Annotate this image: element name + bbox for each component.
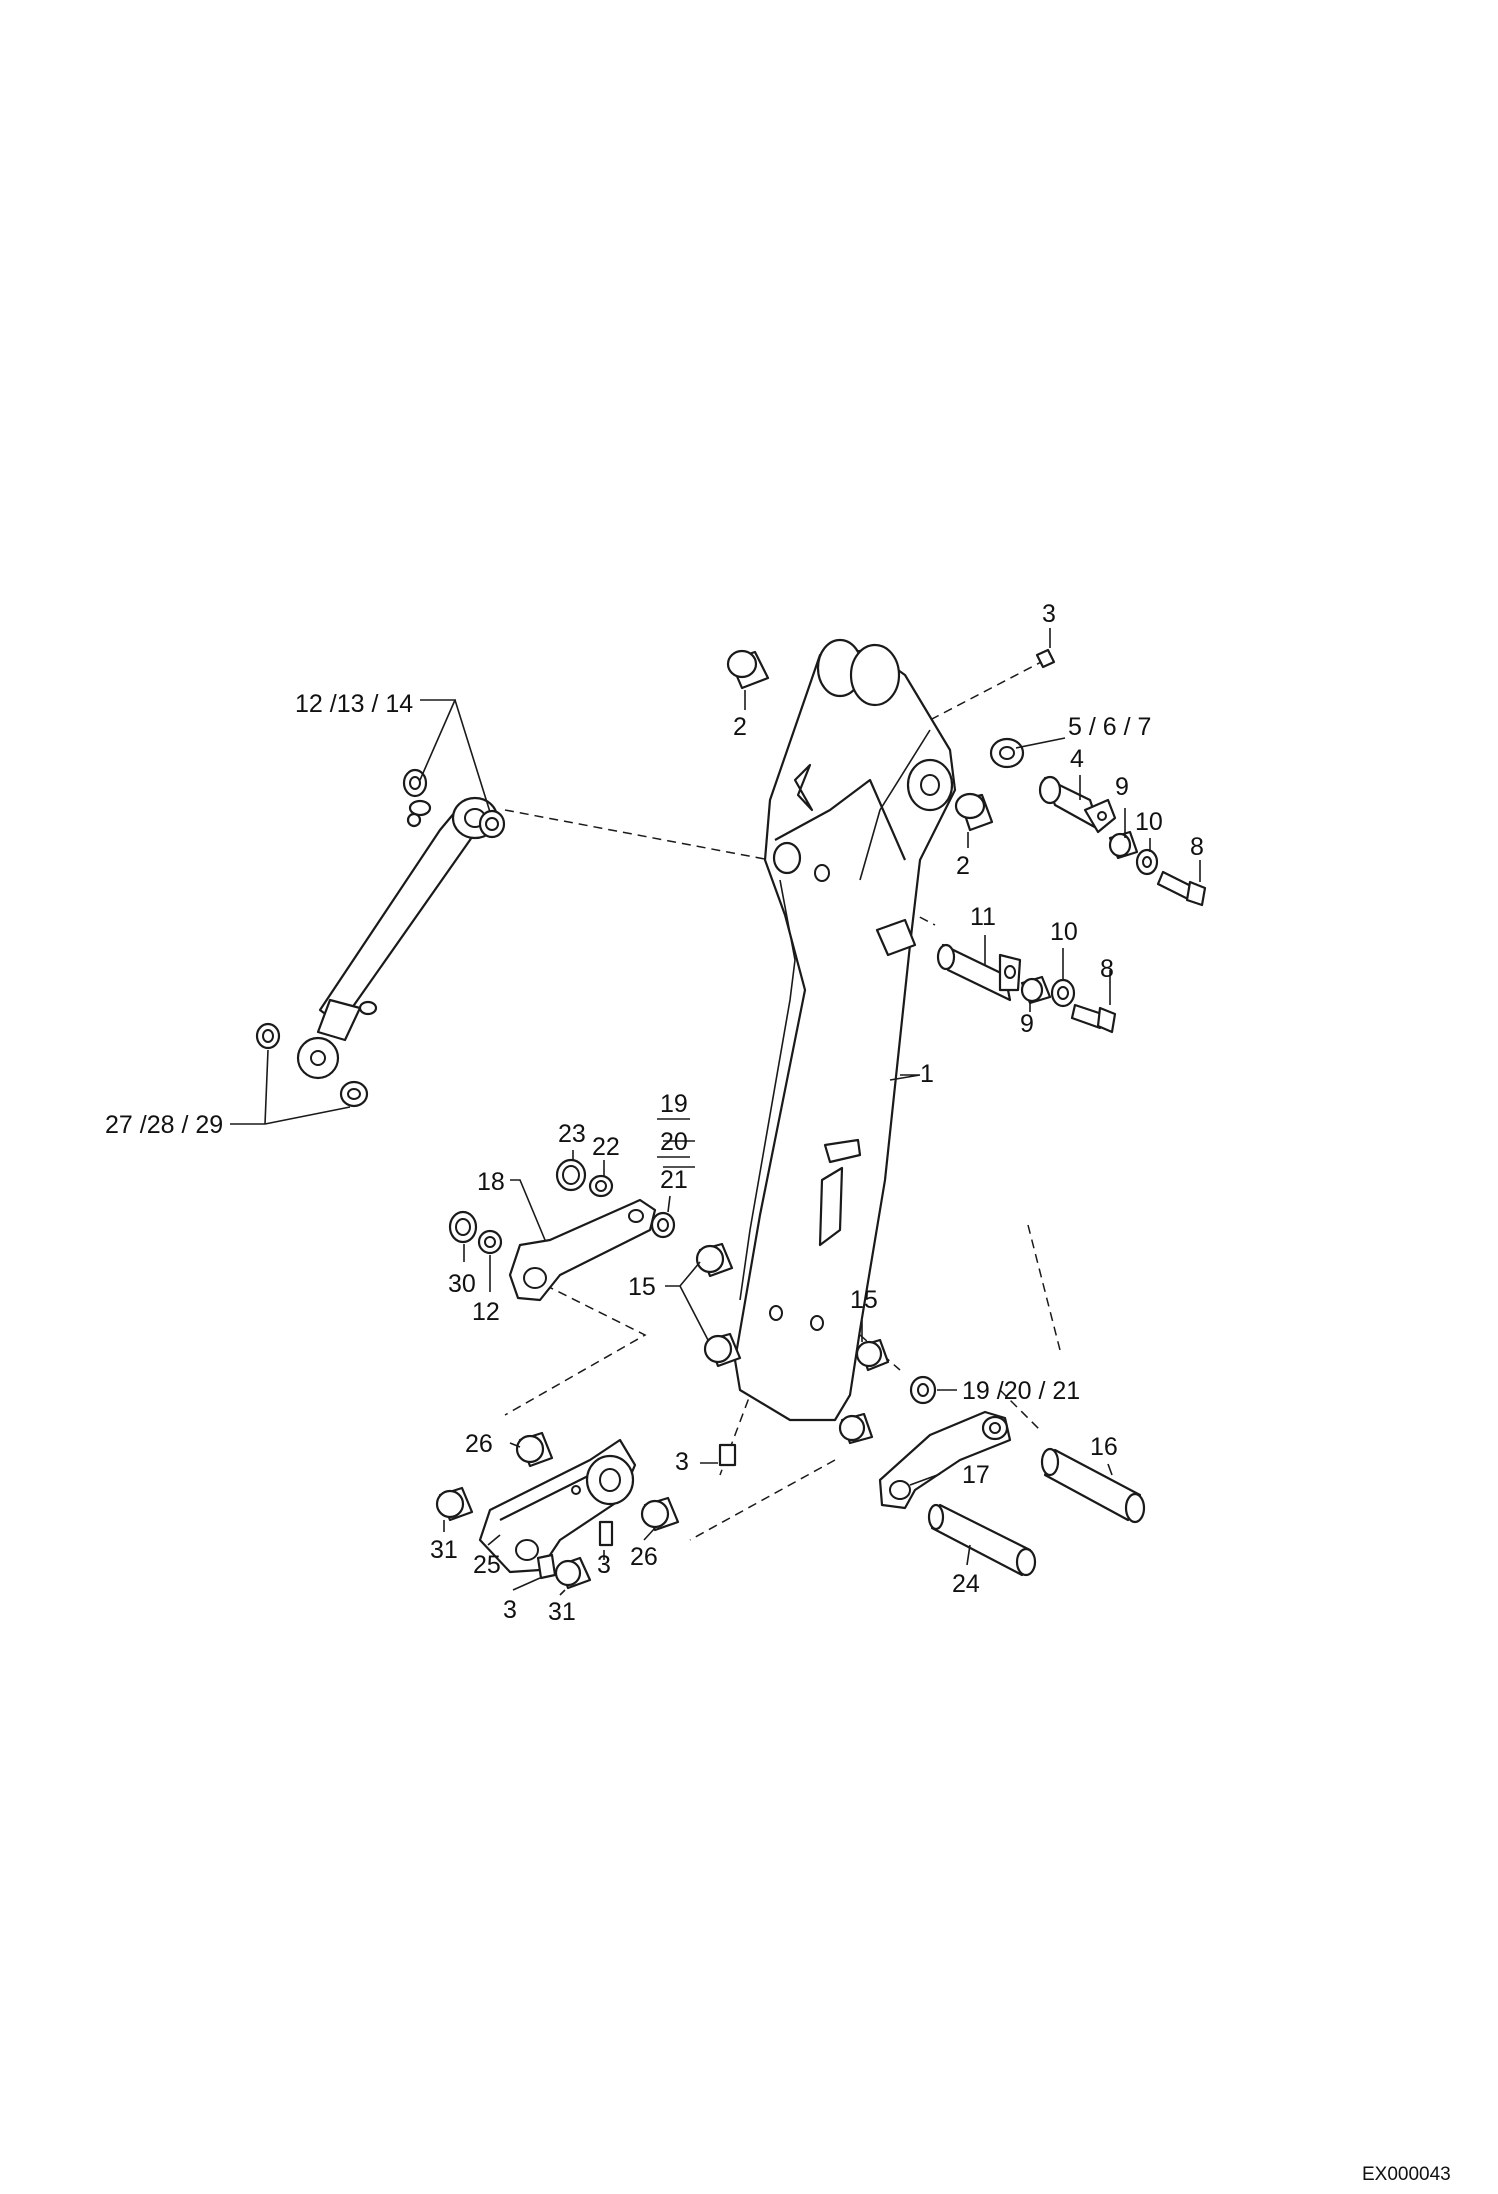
- callout-16: 16: [1090, 1433, 1118, 1461]
- callout-22: 22: [592, 1133, 620, 1161]
- bucket-cylinder: [296, 796, 499, 1080]
- callout-2-lower: 2: [956, 852, 970, 880]
- callout-12: 12: [472, 1298, 500, 1326]
- callout-25: 25: [473, 1551, 501, 1579]
- h-link-assembly: [435, 1431, 737, 1590]
- callout-labels: 1 2 2 3 3 3 3 4 5 / 6 / 7 8 8 9 9 10 10 …: [105, 600, 1204, 1626]
- callout-2-upper: 2: [733, 713, 747, 741]
- callout-9-lower: 9: [1020, 1010, 1034, 1038]
- callout-30: 30: [448, 1270, 476, 1298]
- upper-pin-assembly: [726, 648, 1207, 907]
- cylinder-washers: [255, 768, 506, 1108]
- callout-11: 11: [970, 903, 996, 931]
- callout-19-20-21: 19 /20 / 21: [962, 1377, 1080, 1405]
- callout-27-28-29: 27 /28 / 29: [105, 1111, 223, 1139]
- callout-1: 1: [920, 1060, 934, 1088]
- callout-17: 17: [962, 1461, 990, 1489]
- callout-5-6-7: 5 / 6 / 7: [1068, 713, 1151, 741]
- callout-leaders: [230, 628, 1201, 1596]
- callout-26-left: 26: [465, 1430, 493, 1458]
- drawing-code: EX000043: [1362, 2164, 1451, 2185]
- callout-10-upper: 10: [1135, 808, 1163, 836]
- callout-19: 19: [660, 1090, 688, 1118]
- dipper-arm: [733, 638, 957, 1422]
- callout-31-left: 31: [430, 1536, 458, 1564]
- callout-26-right: 26: [630, 1543, 658, 1571]
- callout-3-top: 3: [1042, 600, 1056, 628]
- callout-15-right: 15: [850, 1286, 878, 1314]
- callout-9-upper: 9: [1115, 773, 1129, 801]
- stacked-callout-dividers: [657, 1118, 690, 1158]
- callout-8-upper: 8: [1190, 833, 1204, 861]
- callout-31-bottom: 31: [548, 1598, 576, 1626]
- callout-20: 20: [660, 1128, 688, 1156]
- callout-3-middle: 3: [675, 1448, 689, 1476]
- callout-10-lower: 10: [1050, 918, 1078, 946]
- callout-3-link: 3: [597, 1551, 611, 1579]
- callout-12-13-14: 12 /13 / 14: [295, 690, 413, 718]
- callout-4: 4: [1070, 745, 1084, 773]
- middle-pin-assembly: [875, 918, 1117, 1034]
- callout-18: 18: [477, 1168, 505, 1196]
- callout-3-bottom: 3: [503, 1596, 517, 1624]
- callout-24: 24: [952, 1570, 980, 1598]
- bucket-link-assembly: [448, 1158, 937, 1445]
- callout-21: 21: [660, 1166, 688, 1194]
- callout-23: 23: [558, 1120, 586, 1148]
- callout-15-left: 15: [628, 1273, 656, 1301]
- callout-8-lower: 8: [1100, 955, 1114, 983]
